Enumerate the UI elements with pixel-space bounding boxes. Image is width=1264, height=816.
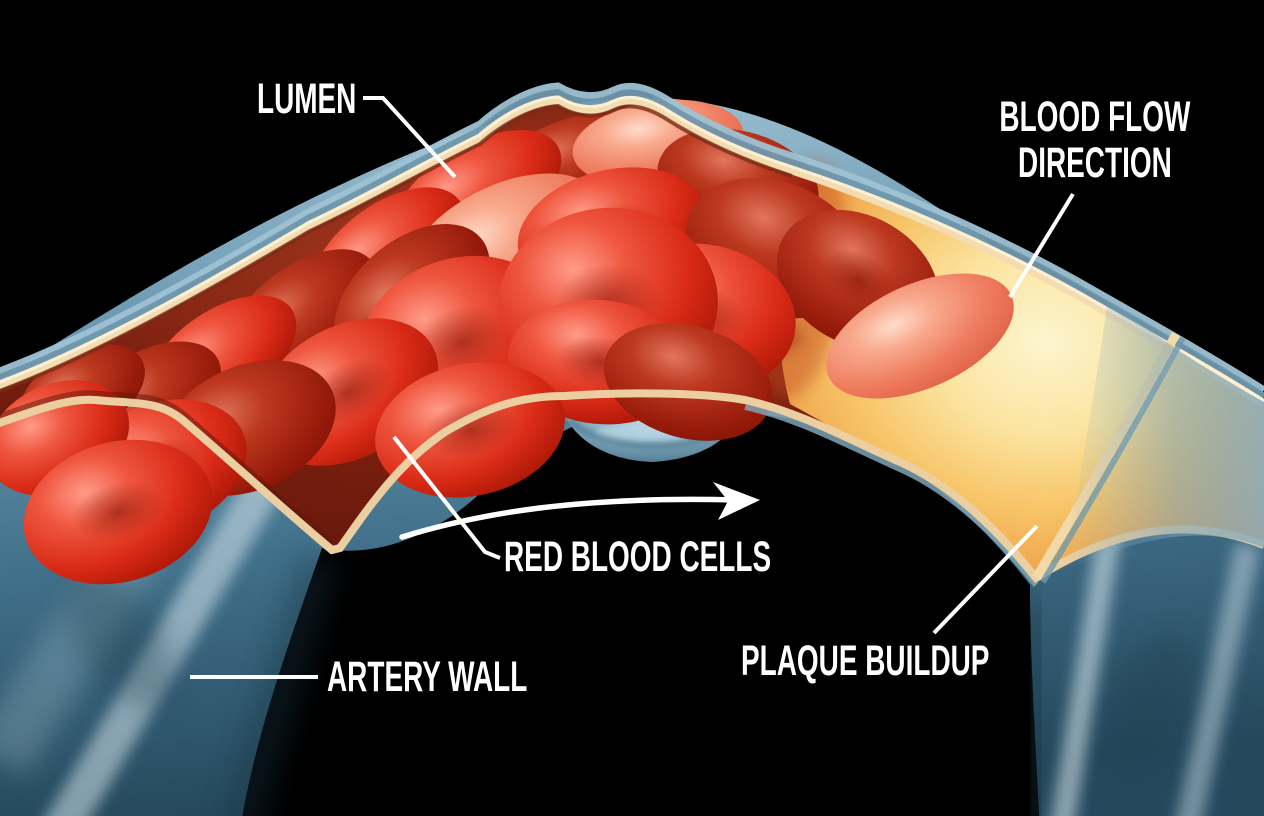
- lumen-leader-line: [363, 96, 457, 179]
- right-arm-streak: [1051, 513, 1124, 816]
- red-blood-cells-leader-line: [392, 435, 501, 560]
- plaque-leader-line: [932, 524, 1039, 635]
- lining-top-edge: [0, 82, 1264, 408]
- endothelium-lining: [0, 82, 1264, 587]
- artery-wall-label-text: ARTERY WALL: [327, 653, 528, 701]
- red-blood-cell: [826, 273, 1014, 399]
- artery-wall-label: ARTERY WALL: [327, 654, 635, 700]
- right-arm-shadow: [1017, 599, 1055, 816]
- red-blood-cell: [375, 362, 565, 498]
- wall-texture-wisp: [63, 570, 177, 710]
- red-blood-cell: [23, 439, 213, 585]
- right-arm-streak-2: [1176, 542, 1261, 816]
- left-arm-shadow: [223, 554, 340, 816]
- red-blood-cells-label-text: RED BLOOD CELLS: [504, 533, 772, 581]
- left-arm-streak: [47, 430, 307, 816]
- plaque-buildup-label: PLAQUE BUILDUP: [741, 638, 1123, 684]
- blood-flow-line-1: BLOOD FLOW: [999, 93, 1191, 141]
- wall-texture-wisp: [1103, 634, 1197, 766]
- annotations: [190, 96, 1075, 679]
- right-wall-overlay: [1062, 300, 1264, 572]
- red-blood-cell: [603, 323, 773, 441]
- lumen-label-text: LUMEN: [257, 75, 357, 123]
- lining-bottom-edge: [0, 389, 1264, 587]
- red-blood-cells-cluster: [0, 99, 1014, 585]
- red-blood-cells-label: RED BLOOD CELLS: [504, 534, 915, 580]
- blood-flow-direction-label: BLOOD FLOW DIRECTION: [945, 94, 1245, 186]
- plaque-buildup-label-text: PLAQUE BUILDUP: [741, 637, 990, 685]
- lumen-label: LUMEN: [257, 76, 410, 122]
- flow-arrow-icon: [399, 482, 760, 540]
- cutaway-interior: [0, 99, 1264, 585]
- blood-flow-line-2: DIRECTION: [1018, 139, 1172, 187]
- blood-flow-leader-line: [1008, 192, 1075, 299]
